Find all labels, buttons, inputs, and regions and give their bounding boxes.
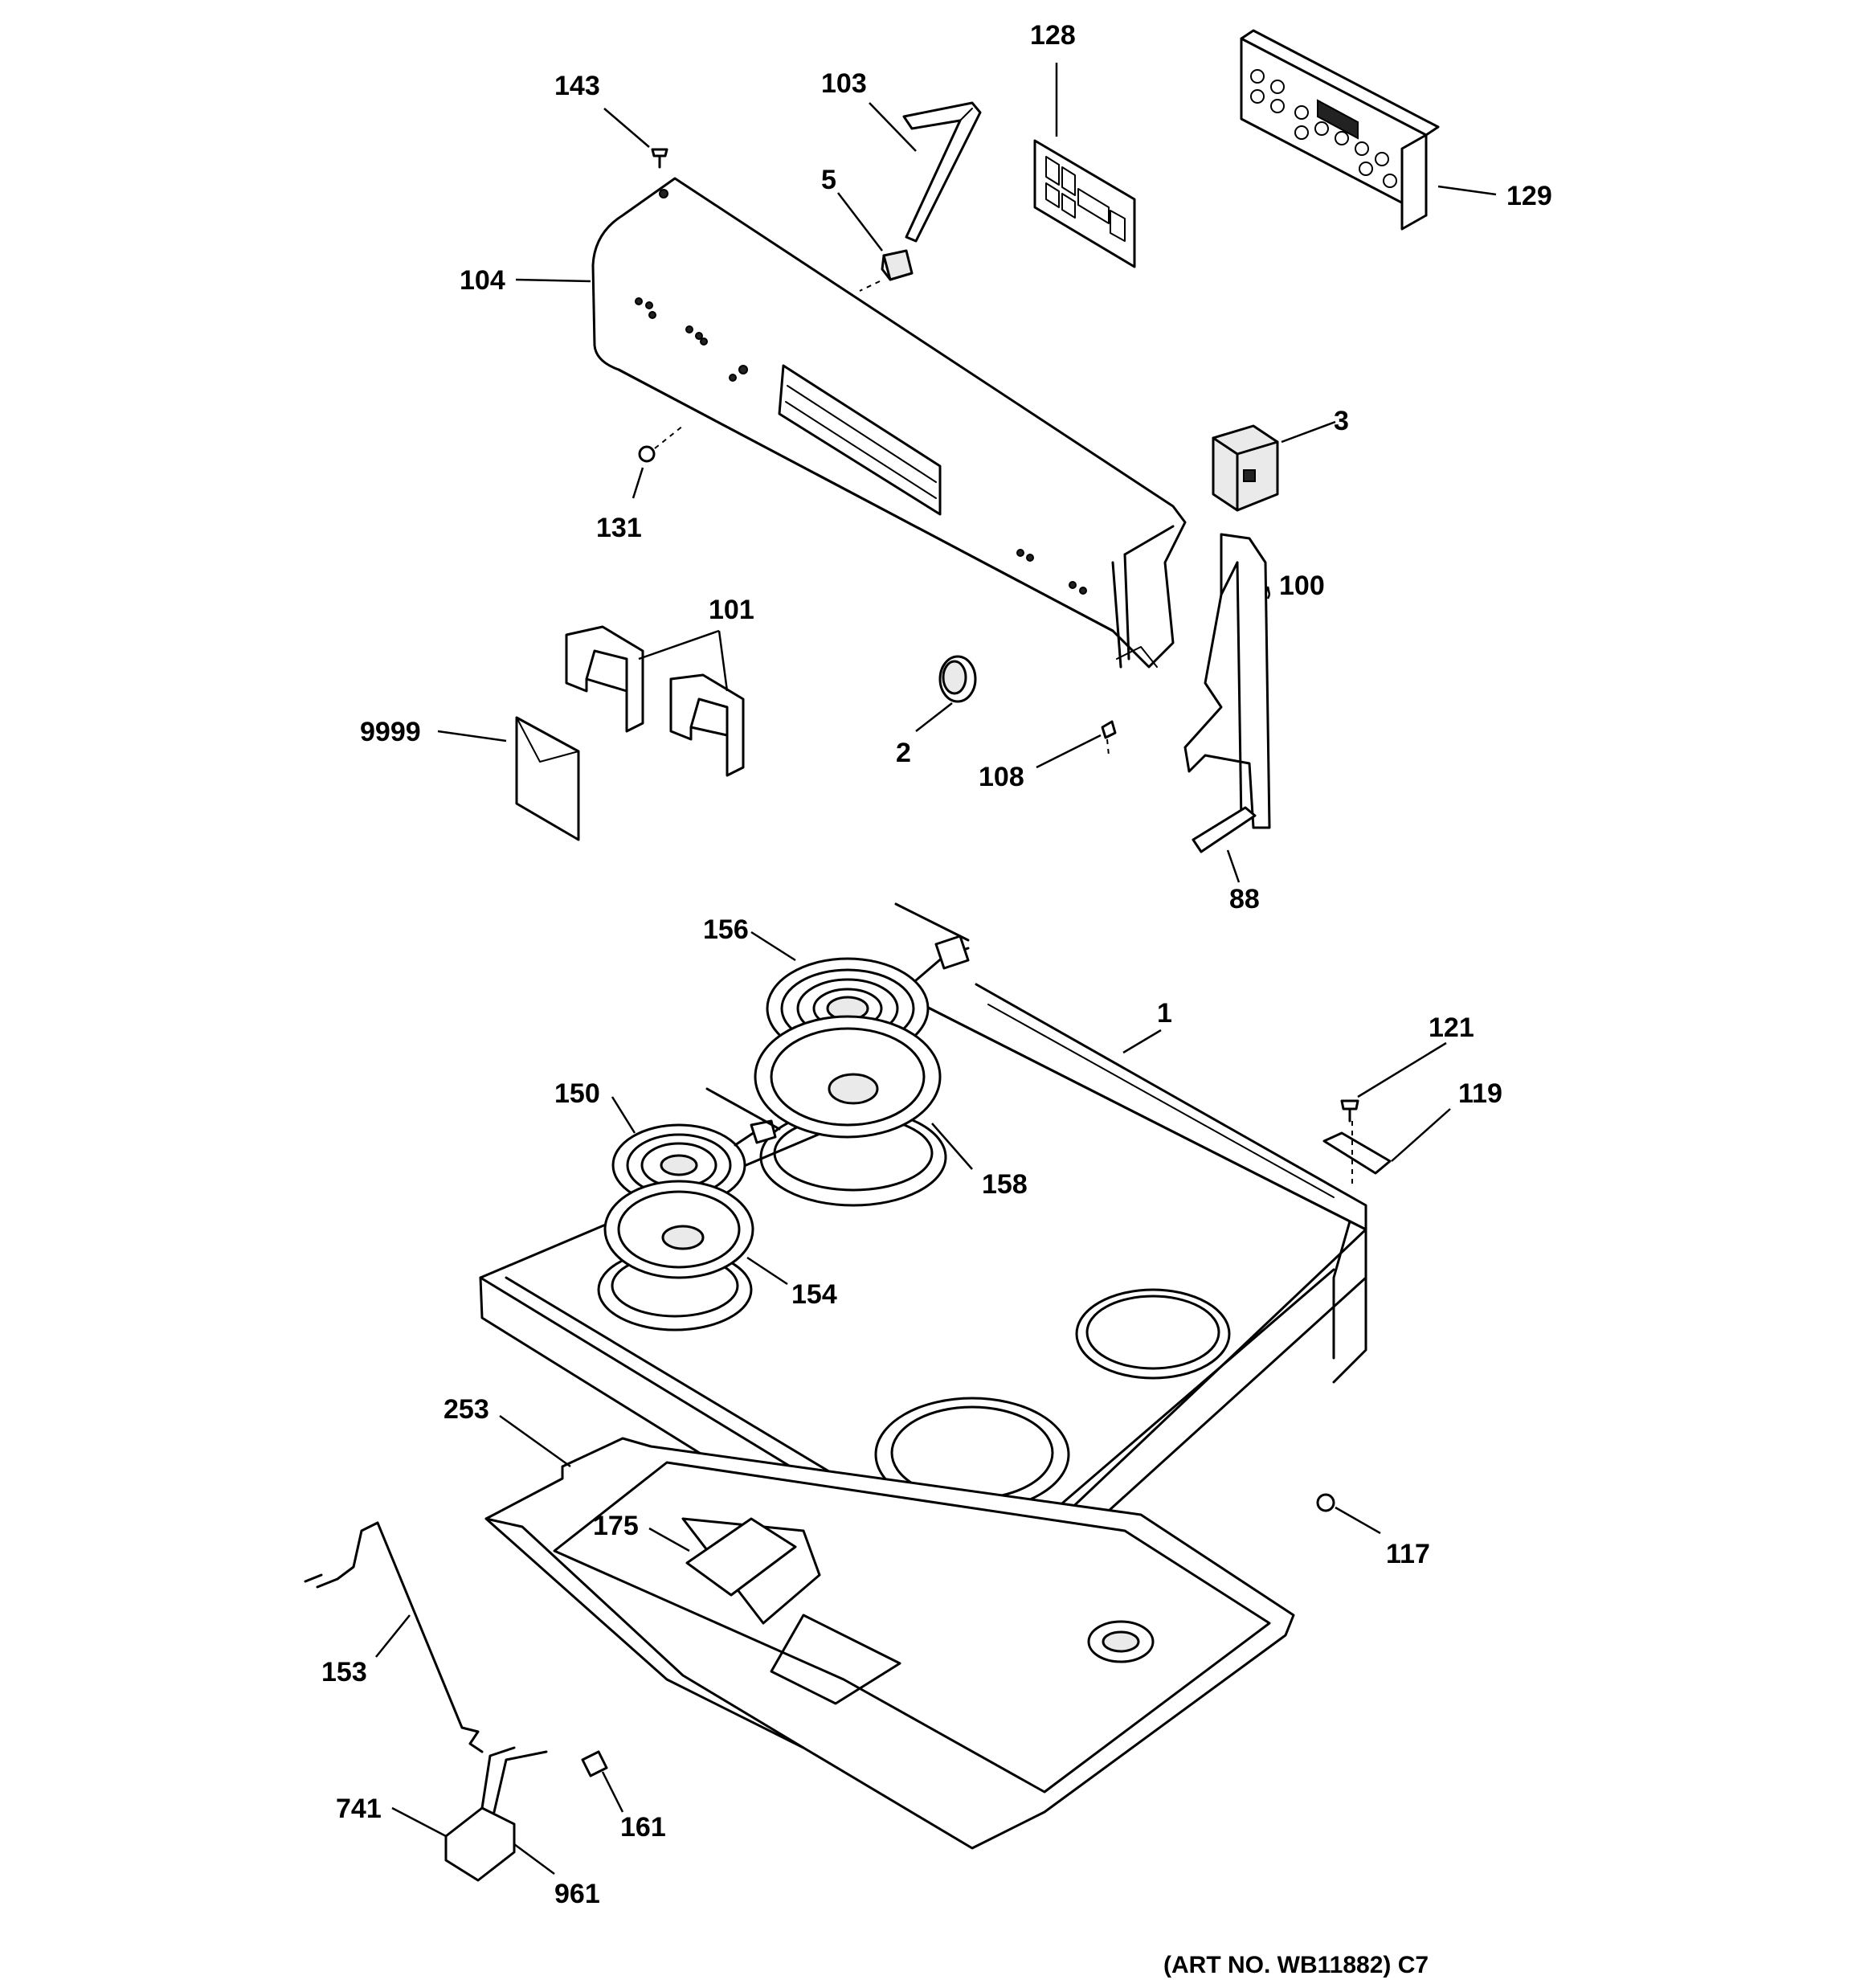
label-119: 119 [1458,1078,1502,1109]
overlay-128-part [1033,139,1136,268]
label-129: 129 [1506,181,1552,211]
screw-121-part [1340,1099,1359,1123]
label-175: 175 [593,1511,639,1541]
plug-131-part [638,425,684,463]
nut-117-part [1316,1493,1335,1512]
switch-3-part [1212,424,1279,512]
end-cap-100-part [1183,533,1271,829]
label-117: 117 [1386,1539,1430,1569]
label-108: 108 [979,762,1024,792]
label-104: 104 [460,265,505,296]
label-150: 150 [554,1078,600,1109]
label-121: 121 [1429,1012,1474,1043]
burner-box-253-part [484,1437,1295,1850]
label-156: 156 [703,914,749,945]
bracket-119-part [1322,1121,1392,1185]
label-143: 143 [554,71,600,101]
label-88: 88 [1229,884,1260,914]
bracket-103-part [902,101,982,243]
label-253: 253 [444,1394,489,1425]
label-153: 153 [321,1657,367,1687]
screw-108-part [1101,720,1117,756]
brackets-101-part [565,625,745,777]
knob-2-part [938,655,977,703]
label-1: 1 [1157,998,1172,1029]
label-9999: 9999 [360,717,421,747]
control-panel-backsplash [591,177,1187,669]
label-2: 2 [896,738,911,768]
part-labels: 143 103 128 129 5 104 3 131 100 101 9999… [321,20,1552,1909]
art-number-label: (ART NO. WB11882) C7 [1163,1952,1429,1978]
cover-175-part [685,1517,797,1597]
label-100: 100 [1279,571,1325,601]
bracket-88-part [1192,806,1257,853]
label-131: 131 [596,513,642,543]
label-154: 154 [791,1279,837,1310]
label-961: 961 [554,1879,600,1909]
switch-5-part [859,249,914,292]
control-board-129-part [1240,29,1440,231]
label-103: 103 [821,68,867,99]
screw-143-part [651,148,668,169]
leader-lines [375,63,1497,1876]
label-161: 161 [620,1812,666,1843]
wire-153-part [304,1521,484,1753]
label-128: 128 [1030,20,1076,51]
label-158: 158 [982,1169,1028,1200]
literature-9999-part [515,716,580,841]
switch-741-part [444,1746,548,1882]
label-101: 101 [709,595,754,625]
drip-pan-158-part [754,1015,942,1139]
clip-161-part [581,1750,608,1777]
drip-pan-154-part [603,1180,754,1279]
label-3: 3 [1334,406,1349,436]
label-741: 741 [336,1794,382,1824]
label-5: 5 [821,165,836,195]
